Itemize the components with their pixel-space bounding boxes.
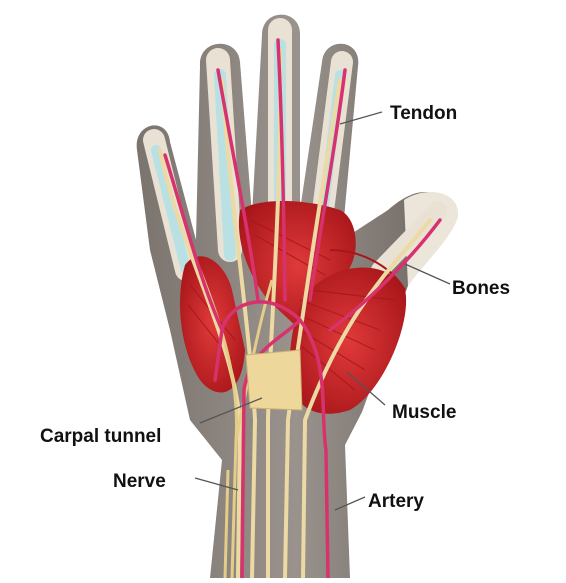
label-nerve: Nerve: [113, 472, 166, 491]
label-muscle: Muscle: [392, 403, 456, 422]
label-carpal-tunnel: Carpal tunnel: [40, 427, 161, 446]
label-artery: Artery: [368, 492, 424, 511]
label-tendon: Tendon: [390, 104, 457, 123]
label-bones: Bones: [452, 279, 510, 298]
